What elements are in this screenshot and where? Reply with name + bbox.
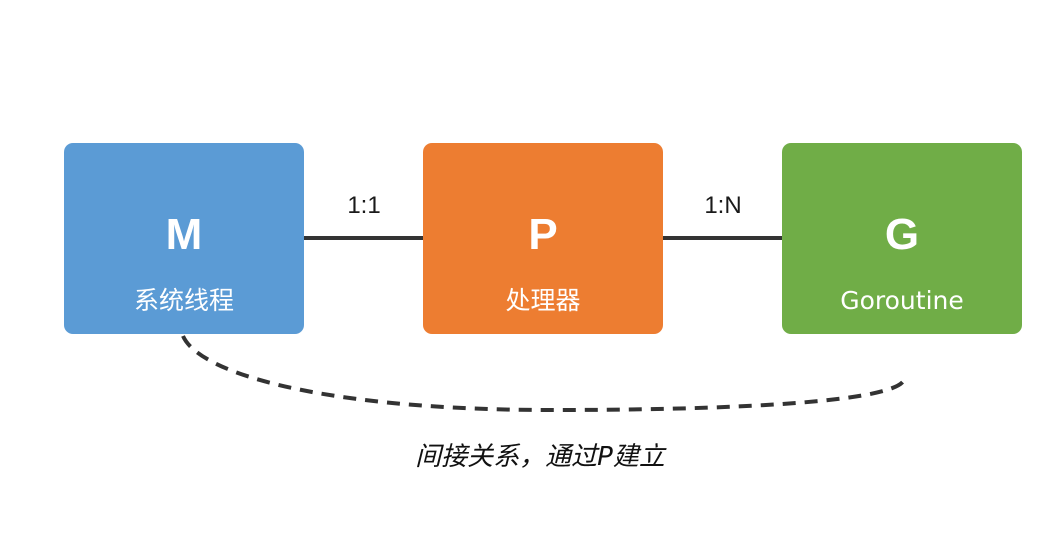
relation-label-p-g: 1:N bbox=[704, 192, 742, 219]
node-p-label: 处理器 bbox=[505, 286, 581, 315]
node-m-system-thread: M 系统线程 bbox=[64, 143, 304, 334]
node-m-letter: M bbox=[165, 210, 203, 259]
node-p-processor: P 处理器 bbox=[423, 143, 663, 334]
node-p-letter: P bbox=[528, 210, 558, 259]
indirect-dashed-curve bbox=[181, 335, 906, 413]
node-g-letter: G bbox=[884, 210, 920, 259]
indirect-relation-note: 间接关系，通过P建立 bbox=[415, 442, 665, 472]
node-g-goroutine: G Goroutine bbox=[782, 143, 1022, 334]
relation-label-m-p: 1:1 bbox=[347, 192, 381, 219]
node-g-label: Goroutine bbox=[840, 286, 964, 315]
node-m-label: 系统线程 bbox=[133, 286, 234, 315]
